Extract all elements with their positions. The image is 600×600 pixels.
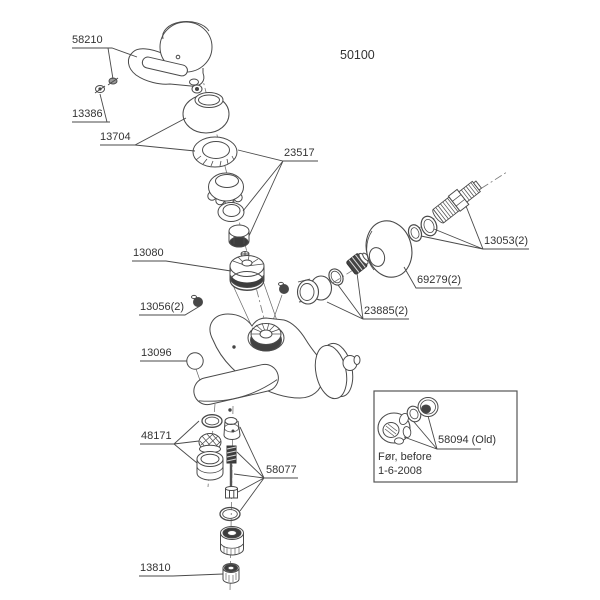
inset-box	[373, 390, 518, 483]
part-label-13080: 13080	[133, 247, 164, 259]
part-label-58094-old: 58094 (Old)	[438, 434, 497, 446]
seal-ring	[217, 202, 245, 222]
part-label-13704: 13704	[100, 131, 131, 143]
set-screws	[191, 281, 289, 307]
valve-insert	[346, 252, 370, 275]
check-valve-set	[296, 252, 370, 305]
plug-ball	[186, 352, 204, 370]
aerator-set	[196, 414, 224, 481]
cartridge	[229, 251, 265, 291]
scalloped-cap-nut	[207, 172, 244, 206]
wall-escutcheon	[365, 220, 413, 278]
cartridge-seat	[247, 322, 285, 352]
faucet-body	[209, 313, 361, 400]
part-label-13810: 13810	[140, 562, 171, 574]
part-label-23517: 23517	[284, 147, 315, 159]
ring-nut	[296, 275, 333, 305]
part-label-48171: 48171	[141, 430, 172, 442]
part-label-58077: 58077	[266, 464, 297, 476]
diverter-set	[219, 408, 244, 556]
washers	[407, 215, 438, 242]
old-threaded-cap	[417, 397, 439, 417]
o-ring-small	[219, 506, 241, 522]
body-side-flange	[314, 342, 361, 400]
diverter-head	[223, 417, 241, 440]
inset-note-line2: 1-6-2008	[378, 465, 423, 477]
spout	[193, 363, 279, 406]
lever-handle	[128, 21, 213, 87]
handle-dome-cap	[182, 92, 230, 134]
o-ring-valve	[328, 268, 344, 286]
diverter-housing	[220, 526, 244, 556]
product-code: 50100	[340, 48, 375, 62]
eccentric-union	[432, 180, 483, 224]
part-label-69279: 69279(2)	[417, 274, 462, 286]
dome-base-ring	[192, 136, 238, 168]
part-label-13386: 13386	[72, 108, 103, 120]
part-label-23885: 23885(2)	[364, 305, 409, 317]
inset-note-line1: Før, before	[378, 451, 432, 463]
aerator-housing	[196, 451, 224, 481]
bottom-valve	[222, 563, 240, 584]
part-label-13056: 13056(2)	[140, 301, 185, 313]
plug-screw-set	[94, 77, 119, 94]
diverter-nut	[225, 486, 238, 499]
part-label-13053: 13053(2)	[484, 235, 529, 247]
adapter-bushing	[228, 224, 250, 248]
aerator-mesh	[198, 433, 222, 454]
diverter-spring	[226, 445, 237, 464]
leader-lines	[72, 47, 529, 577]
part-label-58210: 58210	[72, 34, 103, 46]
handle-screw	[189, 78, 203, 94]
part-label-13096: 13096	[141, 347, 172, 359]
old-hex-nut	[377, 412, 412, 445]
